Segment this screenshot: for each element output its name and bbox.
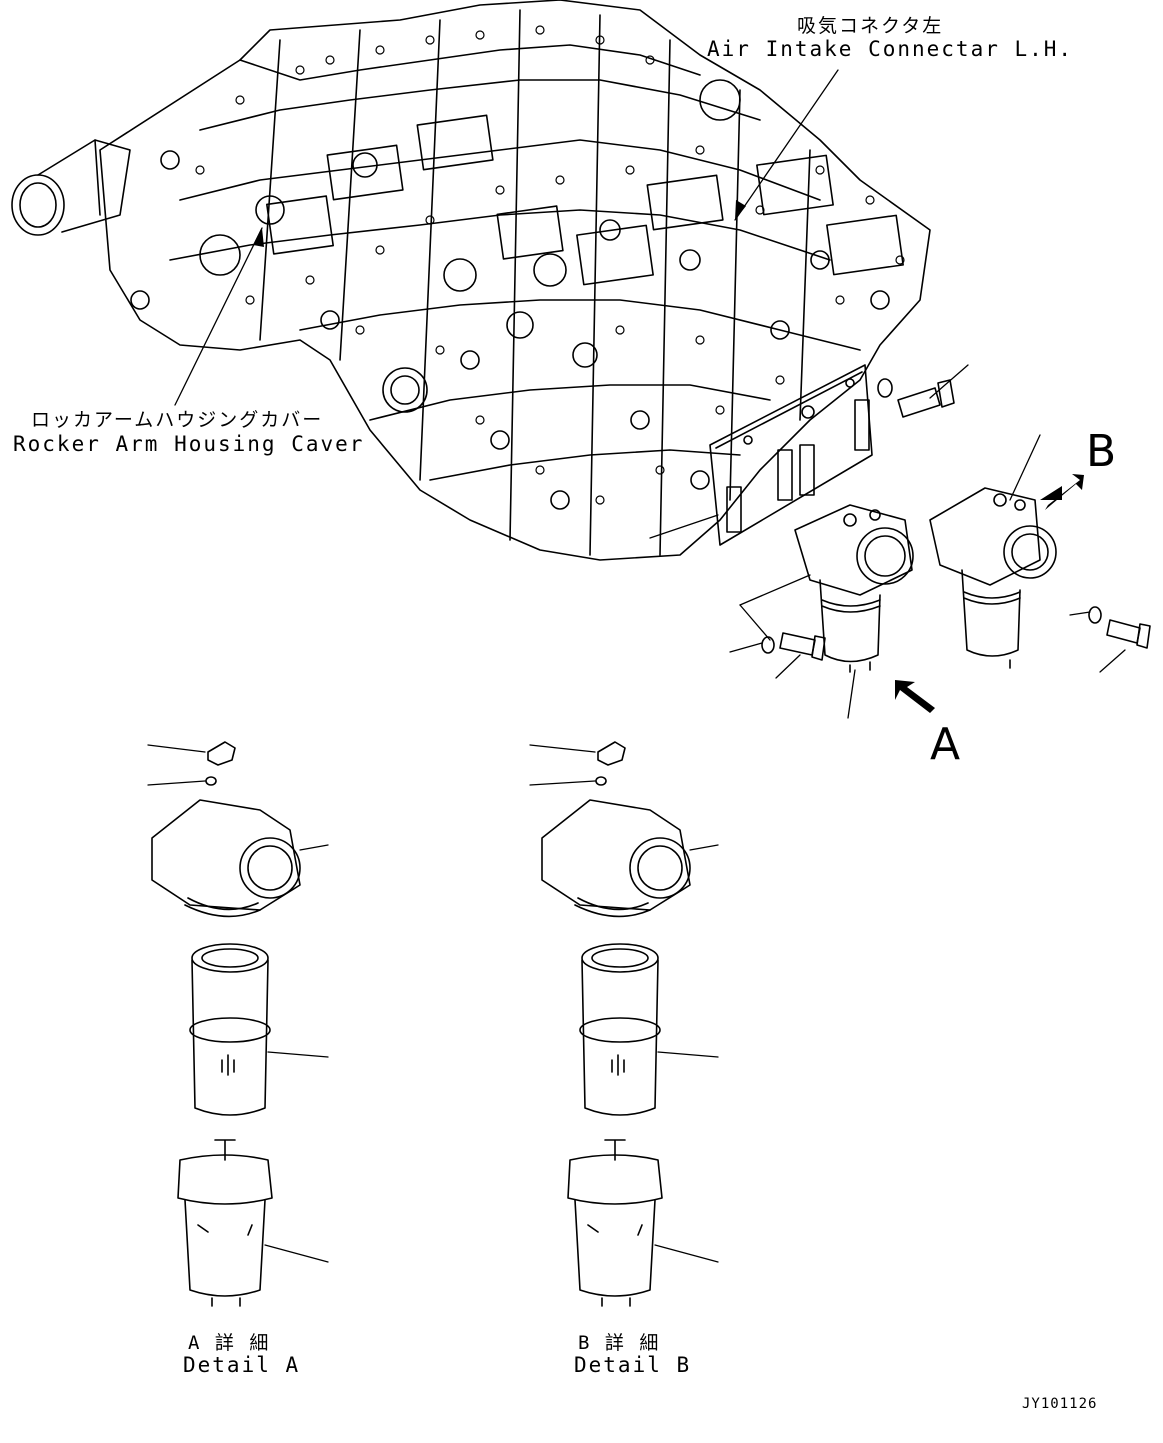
detail-a-title-jp: A 詳 細 <box>188 1332 271 1354</box>
leader-lines-assembly <box>649 364 1126 719</box>
drawing-number: JY101126 <box>1022 1396 1098 1412</box>
air-intake-label-jp: 吸気コネクタ左 <box>797 15 944 37</box>
air-intake-label-en: Air Intake Connectar L.H. <box>707 37 1074 61</box>
detail-a-title-en: Detail A <box>183 1353 301 1377</box>
detail-b-title-en: Detail B <box>574 1353 692 1377</box>
filter-assembly-a <box>794 504 914 673</box>
rocker-cover-label-en: Rocker Arm Housing Caver <box>13 432 365 456</box>
mounting-plate <box>709 364 873 546</box>
detail-b-leaders <box>529 744 719 1263</box>
view-b-letter: B <box>1086 426 1117 477</box>
view-arrows <box>895 474 1084 713</box>
engine-block-drawing <box>11 0 931 561</box>
leader-arrowheads <box>253 200 746 247</box>
detail-a-leaders <box>147 744 329 1263</box>
hardware-top-right <box>877 378 955 418</box>
detail-a-drawing <box>151 741 301 1307</box>
leader-lines-engine <box>174 69 839 406</box>
detail-b-title-jp: B 詳 細 <box>578 1332 661 1354</box>
filter-assembly-b <box>929 487 1057 669</box>
rocker-cover-label-jp: ロッカアームハウジングカバー <box>31 409 324 431</box>
view-a-letter: A <box>930 719 961 770</box>
detail-b-drawing <box>541 741 691 1307</box>
bolts-washers <box>761 606 1151 661</box>
